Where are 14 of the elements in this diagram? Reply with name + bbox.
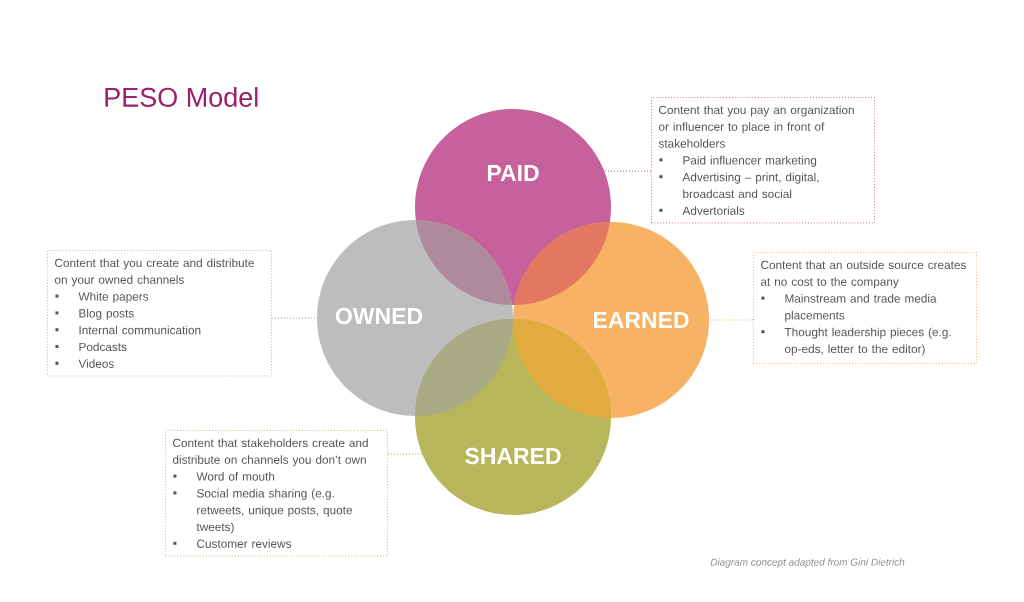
callout-box: Content that an outside source creates at no cost to the company Mainstream and trade media placements Thought leadership pieces (e.g. op-eds, letter to the editor) [753, 252, 977, 364]
circle-label: EARNED [594, 312, 689, 328]
circle-label: PAID [487, 165, 539, 181]
callout-box: Content that you pay an organization or influencer to place in front of stakeholders Paid influencer marketing Advertising – print, digital, broadcast and social Advertorials [651, 97, 875, 224]
leader-line [708, 319, 754, 321]
leader-line [603, 170, 652, 172]
title: PESO Model [105, 87, 258, 107]
circle-label: OWNED [335, 307, 423, 325]
caption: Diagram concept adapted from Gini Dietrich [710, 558, 905, 568]
circle-label: SHARED [465, 447, 561, 465]
leader-line [271, 317, 318, 319]
callout-box: Content that you create and distribute on your owned channels White papers Blog posts Internal communication Podcasts Videos [47, 250, 272, 377]
leader-line [387, 453, 423, 455]
callout-box: Content that stakeholders create and distribute on channels you don’t own Word of mouth Social media sharing (e.g. retweets, unique posts, quote tweets) Customer reviews [165, 430, 388, 557]
